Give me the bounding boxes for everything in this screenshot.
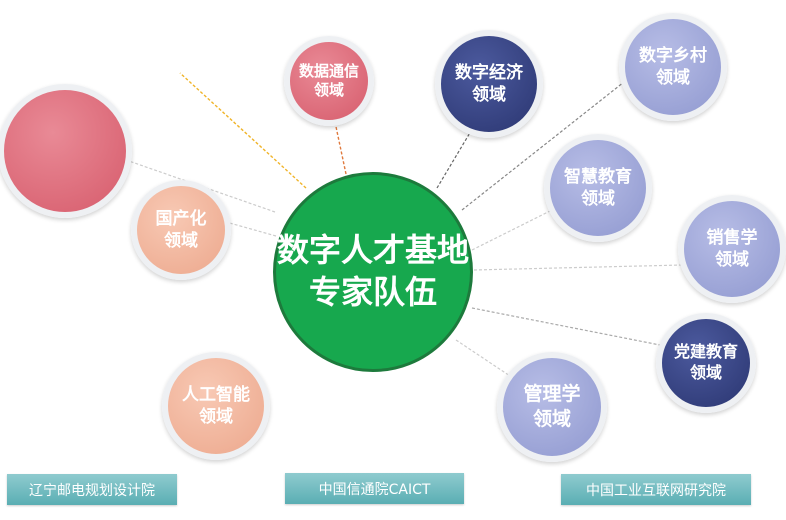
node-smart-education: 智慧教育 领域 bbox=[544, 134, 652, 242]
node-digital-economy: 数字经济 领域 bbox=[435, 30, 543, 138]
node-digital-village-label: 数字乡村 领域 bbox=[639, 45, 707, 88]
connector-xiaoshou bbox=[473, 264, 683, 271]
connector-xiangcun bbox=[461, 81, 625, 211]
org-banner-caict: 中国信通院CAICT bbox=[285, 473, 464, 504]
node-digital-economy-label: 数字经济 领域 bbox=[455, 62, 523, 105]
connector-guanli bbox=[455, 339, 517, 381]
center-label-line2: 专家队伍 bbox=[308, 273, 437, 311]
connector-guochan bbox=[225, 221, 277, 237]
node-localization-label: 国产化 领域 bbox=[155, 208, 207, 251]
node-sales: 销售学 领域 bbox=[678, 195, 786, 303]
center-node: 数字人才基地专家队伍 bbox=[273, 172, 473, 372]
node-unlabeled bbox=[0, 84, 132, 218]
node-smart-education-label: 智慧教育 领域 bbox=[564, 166, 632, 209]
node-management: 管理学 领域 bbox=[497, 352, 607, 462]
node-party-education: 党建教育 领域 bbox=[656, 313, 756, 413]
node-data-communication: 数据通信 领域 bbox=[284, 36, 374, 126]
connector-dangjian bbox=[471, 307, 661, 346]
node-sales-label: 销售学 领域 bbox=[706, 227, 758, 270]
node-digital-village: 数字乡村 领域 bbox=[619, 13, 727, 121]
node-party-education-label: 党建教育 领域 bbox=[673, 342, 738, 382]
center-label: 数字人才基地专家队伍 bbox=[277, 230, 469, 313]
connector-shujutongxin bbox=[334, 121, 347, 175]
center-label-line1: 数字人才基地 bbox=[276, 231, 469, 270]
org-banner-liaoning: 辽宁邮电规划设计院 bbox=[7, 474, 177, 505]
node-artificial-intelligence-label: 人工智能 领域 bbox=[182, 384, 250, 427]
connector-orange bbox=[179, 72, 307, 189]
connector-zhihui bbox=[471, 209, 553, 251]
node-artificial-intelligence: 人工智能 领域 bbox=[162, 352, 270, 460]
org-banner-industrial-internet: 中国工业互联网研究院 bbox=[561, 474, 751, 505]
node-management-label: 管理学 领域 bbox=[523, 383, 581, 430]
node-data-communication-label: 数据通信 领域 bbox=[298, 61, 359, 100]
connector-shuzijingji bbox=[436, 125, 475, 189]
connector-large bbox=[125, 159, 276, 213]
node-localization: 国产化 领域 bbox=[131, 180, 231, 280]
